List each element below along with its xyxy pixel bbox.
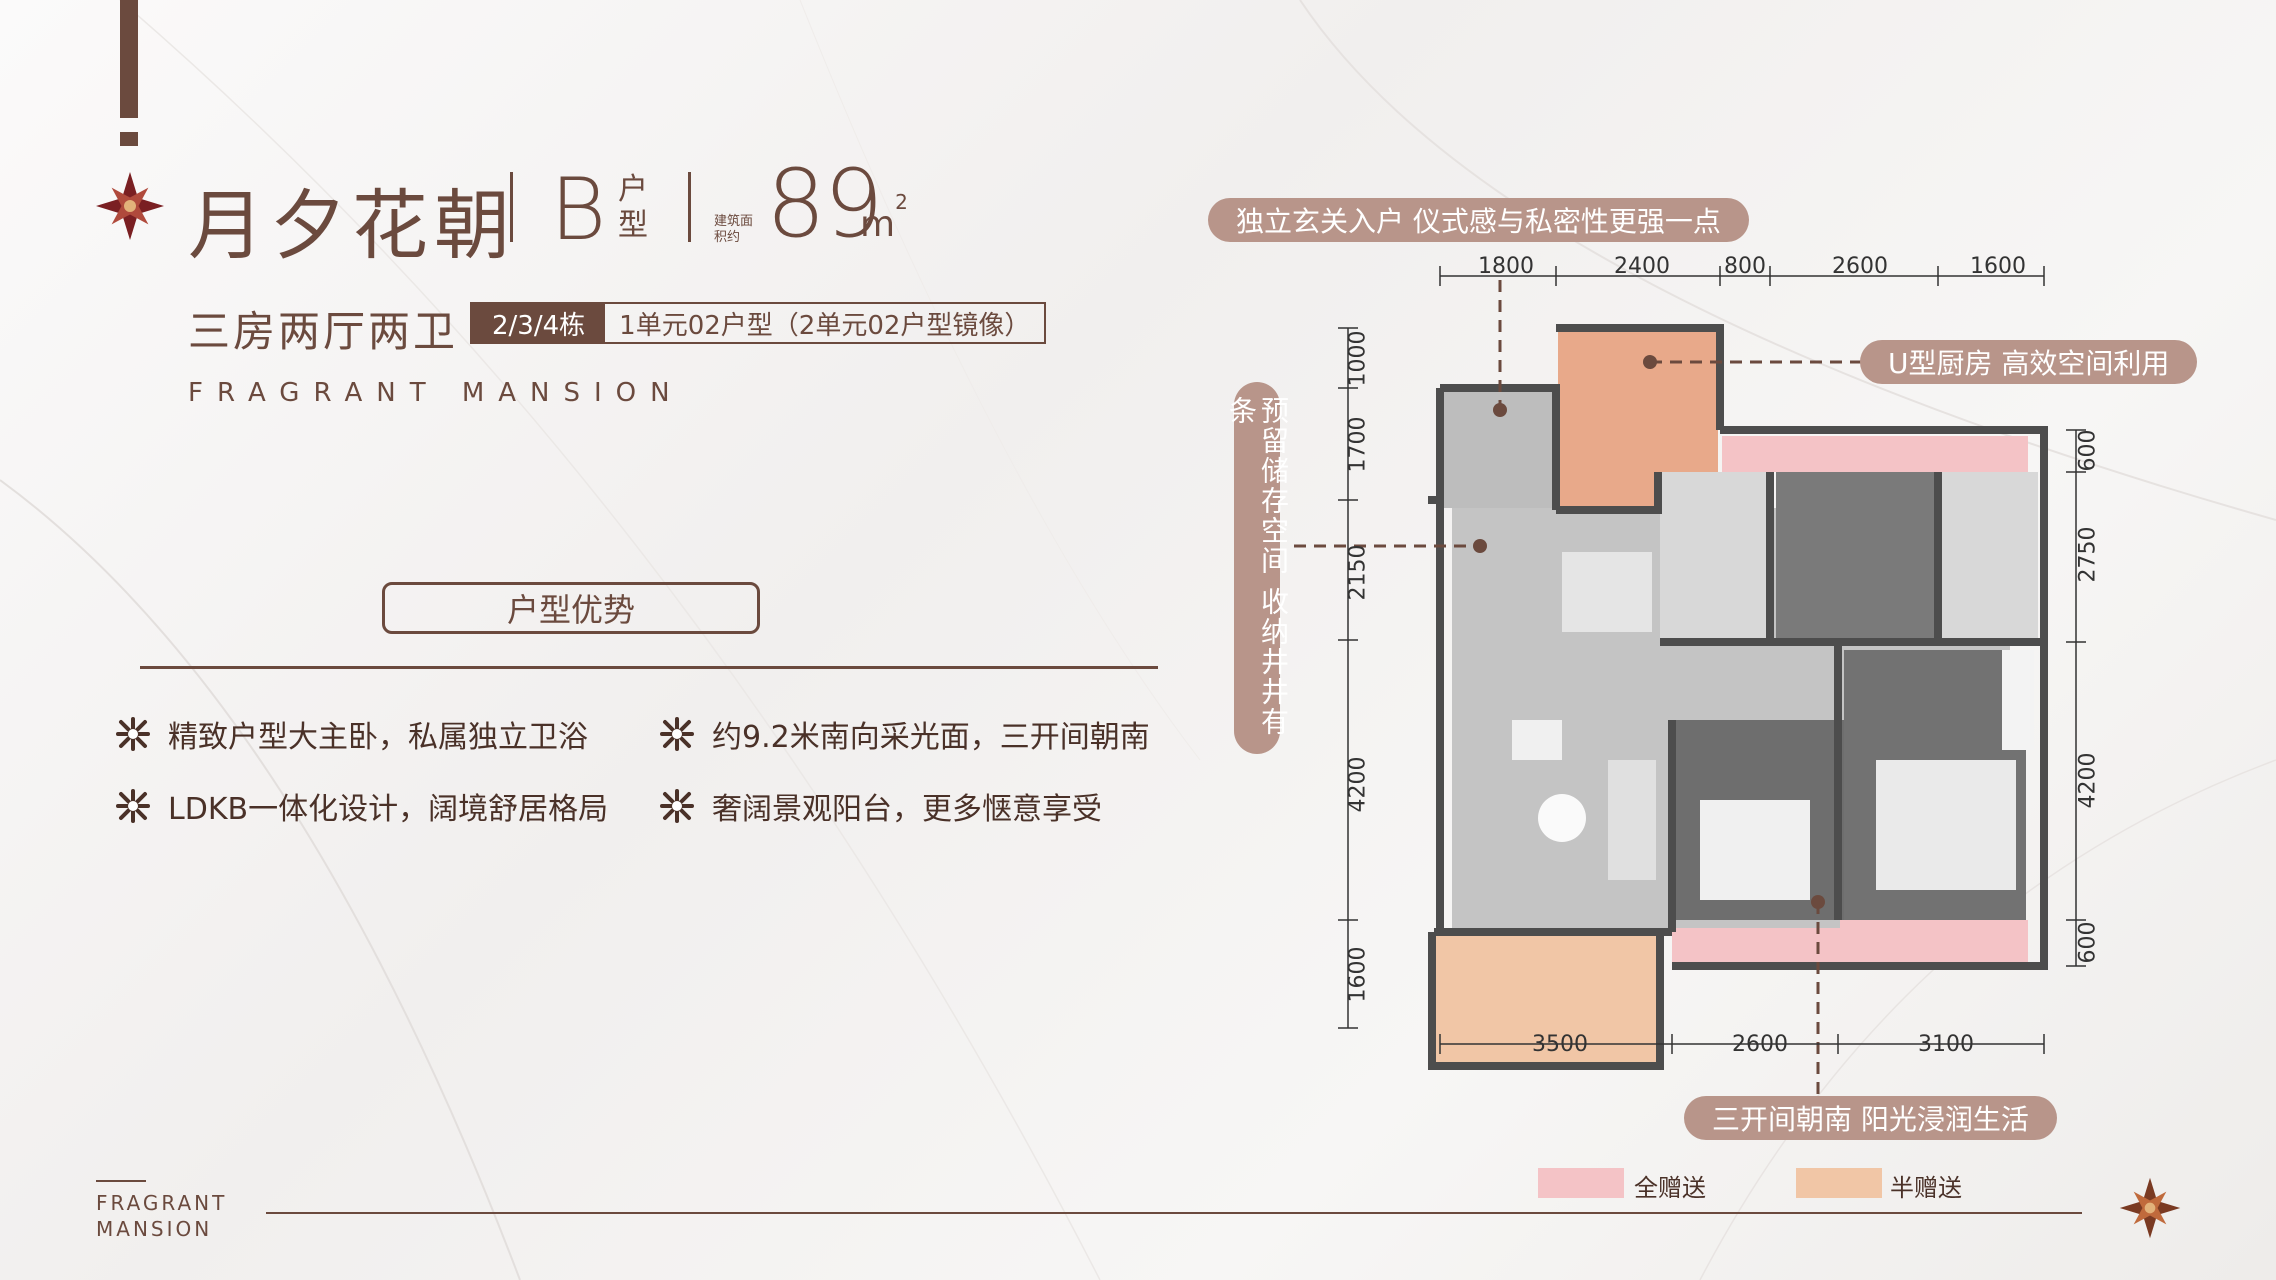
footer-divider [266, 1212, 2082, 1214]
area-label: 建筑面积约 [714, 214, 754, 245]
dim-left-2: 1700 [1345, 416, 1371, 473]
callout-entrance: 独立玄关入户 仪式感与私密性更强一点 [1208, 198, 1749, 242]
legend-half-gift-swatch [1796, 1168, 1882, 1198]
area-divider [688, 172, 691, 242]
dim-bottom-3: 3100 [1918, 1032, 1974, 1057]
dim-right-1: 600 [2075, 429, 2101, 472]
callout-kitchen: U型厨房 高效空间利用 [1860, 340, 2198, 384]
south-full-gift-strip [1672, 920, 2028, 970]
dim-right-2: 2750 [2075, 526, 2101, 583]
unit-description: 1单元02户型（2单元02户型镜像） [619, 310, 1031, 341]
footer-accent-line [96, 1180, 146, 1182]
footer-brand: FRAGRANT MANSION [96, 1191, 228, 1241]
top-accent-square [120, 132, 138, 146]
unit-info-box: 2/3/4栋 1单元02户型（2单元02户型镜像） [470, 302, 1047, 344]
dim-right-4: 600 [2075, 921, 2101, 964]
legend-full-gift-swatch [1538, 1168, 1624, 1198]
bathroom-1 [1660, 472, 1770, 642]
dim-left-5: 1600 [1345, 946, 1371, 1003]
dim-top-1: 1800 [1478, 254, 1534, 279]
advantages-divider [140, 666, 1158, 669]
dim-bottom-2: 2600 [1732, 1032, 1788, 1057]
unit-type-letter: B [550, 160, 607, 260]
north-full-gift-strip [1722, 436, 2028, 472]
dim-right-3: 4200 [2075, 752, 2101, 809]
bathroom-2 [1938, 472, 2038, 642]
flower-bullet-icon [116, 789, 150, 823]
layout-subtitle: 三房两厅两卫 [188, 307, 459, 356]
unit-type-word: 户型 [618, 172, 648, 243]
footer-flower-icon [2119, 1177, 2181, 1239]
legend-full-gift-label: 全赠送 [1634, 1174, 1706, 1202]
page-title: 月夕花朝 [188, 181, 516, 270]
dim-left-4: 4200 [1345, 756, 1371, 813]
title-divider [510, 172, 513, 242]
top-accent-bar [120, 0, 138, 118]
advantages-heading: 户型优势 [382, 582, 760, 634]
dim-top-3: 800 [1724, 254, 1766, 279]
dim-top-4: 2600 [1832, 254, 1888, 279]
advantage-item: 奢阔景观阳台，更多惬意享受 [660, 784, 1102, 828]
english-name: FRAGRANT MANSION [188, 378, 684, 408]
area-value: 89 [766, 150, 884, 259]
flower-logo-icon [96, 172, 164, 240]
dim-bottom-1: 3500 [1532, 1032, 1588, 1057]
dim-left-1: 1000 [1345, 330, 1371, 387]
area-unit: m2 [860, 190, 908, 245]
callout-storage-text: 预留储存空间 收纳井井有条 [1225, 396, 1290, 737]
flower-bullet-icon [116, 717, 150, 751]
advantage-item: LDKB一体化设计，阔境舒居格局 [116, 784, 608, 828]
callout-south: 三开间朝南 阳光浸润生活 [1684, 1096, 2057, 1140]
bedroom-north [1776, 472, 1938, 640]
callout-storage: 预留储存空间 收纳井井有条 [1225, 382, 1290, 754]
flower-bullet-icon [660, 717, 694, 751]
dim-left-3: 2150 [1345, 544, 1371, 601]
advantage-item: 精致户型大主卧，私属独立卫浴 [116, 712, 588, 756]
dim-top-5: 1600 [1970, 254, 2026, 279]
legend-half-gift-label: 半赠送 [1890, 1174, 1962, 1202]
flower-bullet-icon [660, 789, 694, 823]
building-tag: 2/3/4栋 [472, 304, 606, 342]
advantage-item: 约9.2米南向采光面，三开间朝南 [660, 712, 1150, 756]
dim-top-2: 2400 [1614, 254, 1670, 279]
